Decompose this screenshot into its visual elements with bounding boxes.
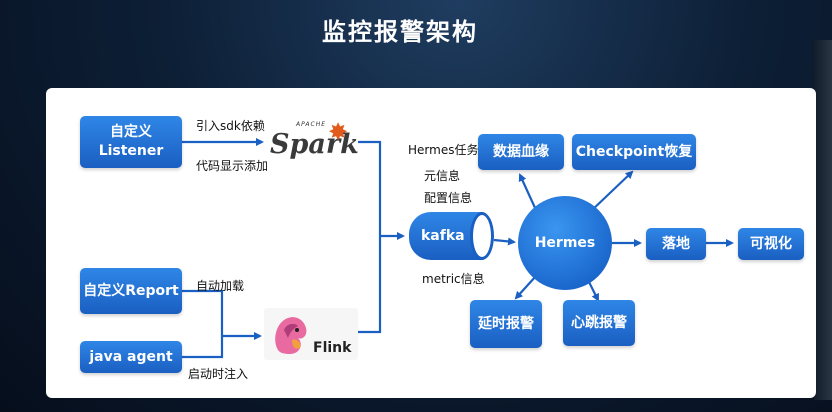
label-import-sdk: 引入sdk依赖 bbox=[196, 119, 265, 133]
arrow-kafka-hermes bbox=[493, 237, 516, 246]
listener-box: 自定义 Listener bbox=[80, 116, 182, 168]
spark-logo: Spark bbox=[270, 129, 359, 160]
latency-alert-box: 延时报警 bbox=[470, 300, 542, 348]
kafka-node: kafka bbox=[409, 212, 483, 260]
line-agent-merge bbox=[182, 336, 224, 359]
visualize-box: 可视化 bbox=[738, 228, 804, 260]
label-code-add: 代码显示添加 bbox=[196, 159, 269, 173]
land-box: 落地 bbox=[646, 228, 706, 260]
spark-apache-text: APACHE bbox=[296, 121, 327, 128]
label-meta-info: 元信息 bbox=[424, 169, 461, 183]
checkpoint-box: Checkpoint恢复 bbox=[572, 134, 696, 170]
flink-squirrel-icon bbox=[275, 317, 307, 354]
java-agent-box: java agent bbox=[80, 341, 182, 373]
label-startup-inject: 启动时注入 bbox=[188, 367, 249, 381]
background-strip bbox=[814, 40, 832, 400]
kafka-cylinder-end bbox=[470, 212, 494, 260]
arrow-hermes-latency bbox=[514, 275, 537, 300]
page-title: 监控报警架构 bbox=[322, 18, 478, 46]
hermes-node: Hermes bbox=[518, 196, 612, 290]
line-report-merge bbox=[182, 289, 224, 336]
arrow-hermes-checkpoint bbox=[589, 170, 634, 213]
label-hermes-task-id: Hermes任务id bbox=[408, 143, 490, 157]
heartbeat-alert-box: 心跳报警 bbox=[563, 300, 635, 346]
label-auto-load: 自动加载 bbox=[196, 279, 245, 293]
line-spark-bus bbox=[358, 140, 382, 334]
spark-star-icon: ✸ bbox=[328, 118, 349, 146]
data-lineage-box: 数据血缘 bbox=[478, 134, 564, 170]
report-box: 自定义Report bbox=[80, 268, 182, 314]
label-config-info: 配置信息 bbox=[424, 191, 473, 205]
flink-logo: Flink bbox=[313, 340, 352, 356]
arrow-hermes-heartbeat bbox=[587, 279, 599, 302]
label-metric-info: metric信息 bbox=[422, 272, 485, 286]
arrow-hermes-lineage bbox=[518, 173, 538, 211]
